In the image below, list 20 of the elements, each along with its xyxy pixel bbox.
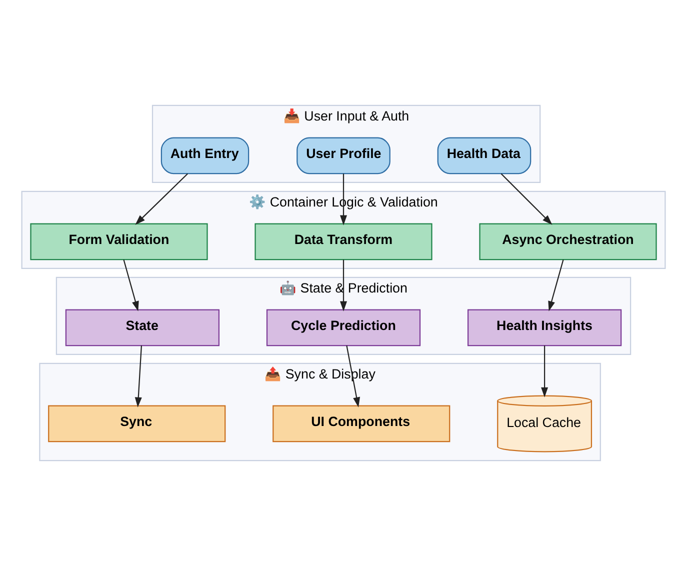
arrow [135, 172, 188, 224]
node-box: User Profile [296, 136, 390, 174]
arrow [340, 259, 348, 311]
node-box: Async Orchestration [479, 222, 657, 260]
arrow [541, 345, 548, 397]
arrow [123, 259, 139, 311]
node-box: Health Data [437, 136, 532, 174]
node-box: Cycle Prediction [266, 308, 421, 346]
node-box: Sync [48, 404, 226, 442]
node-box: Form Validation [30, 222, 208, 260]
arrow [340, 173, 348, 225]
node-box: UI Components [272, 404, 450, 442]
node-box: State [65, 308, 220, 346]
node-box: Health Insights [467, 308, 622, 346]
node-box: Auth Entry [160, 136, 250, 174]
arrow [500, 172, 552, 224]
arrow [548, 259, 564, 311]
arrow [134, 345, 142, 407]
arrow [346, 344, 360, 407]
node-box: Data Transform [254, 222, 432, 260]
